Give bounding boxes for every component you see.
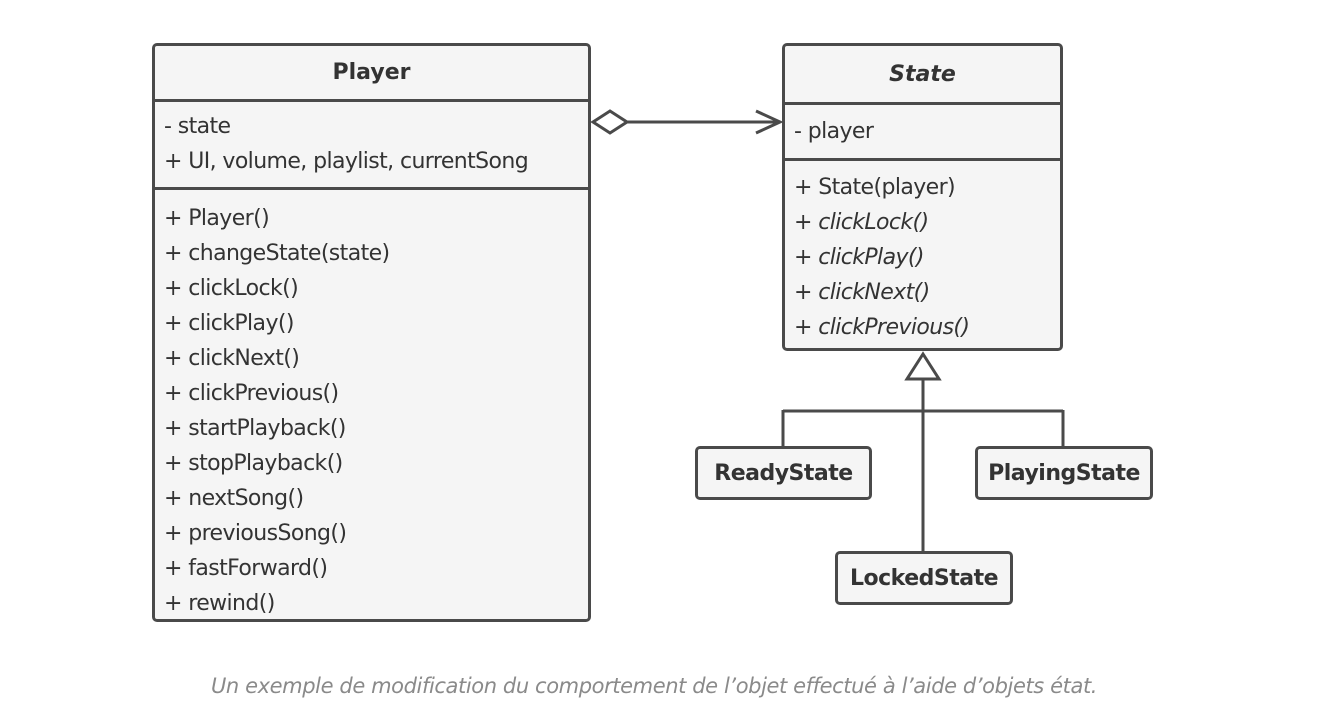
player-method: + clickNext()	[164, 346, 300, 371]
player-method: + changeState(state)	[164, 241, 390, 266]
player-fields: - state + UI, volume, playlist, currentS…	[155, 99, 588, 187]
player-class: Player - state + UI, volume, playlist, c…	[152, 43, 591, 622]
player-method: + clickPlay()	[164, 311, 294, 336]
state-method-name: clickPrevious()	[818, 315, 970, 340]
state-method-name: clickNext()	[818, 280, 930, 305]
player-method: + fastForward()	[164, 556, 328, 581]
player-method: + previousSong()	[164, 521, 347, 546]
state-method: + clickPlay()	[785, 240, 1060, 275]
player-methods: + Player() + changeState(state) + clickL…	[155, 187, 588, 619]
state-method-name: State(player)	[818, 175, 955, 200]
state-methods: + State(player) + clickLock() + clickPla…	[785, 158, 1060, 345]
state-method-prefix: +	[794, 245, 819, 270]
player-method: + stopPlayback()	[164, 451, 343, 476]
figure-caption: Un exemple de modification du comporteme…	[210, 674, 1098, 698]
player-field: - state	[164, 114, 231, 139]
state-method: + clickPrevious()	[785, 310, 1060, 345]
player-method: + startPlayback()	[164, 416, 346, 441]
ready-state-class: ReadyState	[695, 446, 872, 500]
state-method: + clickNext()	[785, 275, 1060, 310]
player-method: + nextSong()	[164, 486, 304, 511]
state-method-name: clickPlay()	[818, 245, 924, 270]
locked-state-class: LockedState	[835, 551, 1013, 605]
state-class-title: State	[889, 61, 956, 87]
state-method-prefix: +	[794, 280, 819, 305]
player-method: + rewind()	[164, 591, 275, 616]
playing-state-class: PlayingState	[975, 446, 1153, 500]
player-class-title: Player	[332, 60, 411, 85]
aggregation-diamond	[590, 109, 630, 135]
player-method: + clickPrevious()	[164, 381, 339, 406]
state-method-prefix: +	[794, 210, 819, 235]
state-method-name: clickLock()	[818, 210, 929, 235]
aggregation-arrowhead	[755, 109, 784, 135]
state-field: - player	[794, 119, 874, 144]
state-fields: - player	[785, 102, 1060, 158]
player-method: + clickLock()	[164, 276, 299, 301]
state-method: + State(player)	[785, 170, 1060, 205]
player-field: + UI, volume, playlist, currentSong	[164, 149, 529, 174]
player-method: + Player()	[164, 206, 270, 231]
state-class: State - player + State(player) + clickLo…	[782, 43, 1063, 351]
state-method-prefix: +	[794, 175, 819, 200]
state-method-prefix: +	[794, 315, 819, 340]
state-method: + clickLock()	[785, 205, 1060, 240]
inheritance-triangle	[904, 351, 942, 381]
